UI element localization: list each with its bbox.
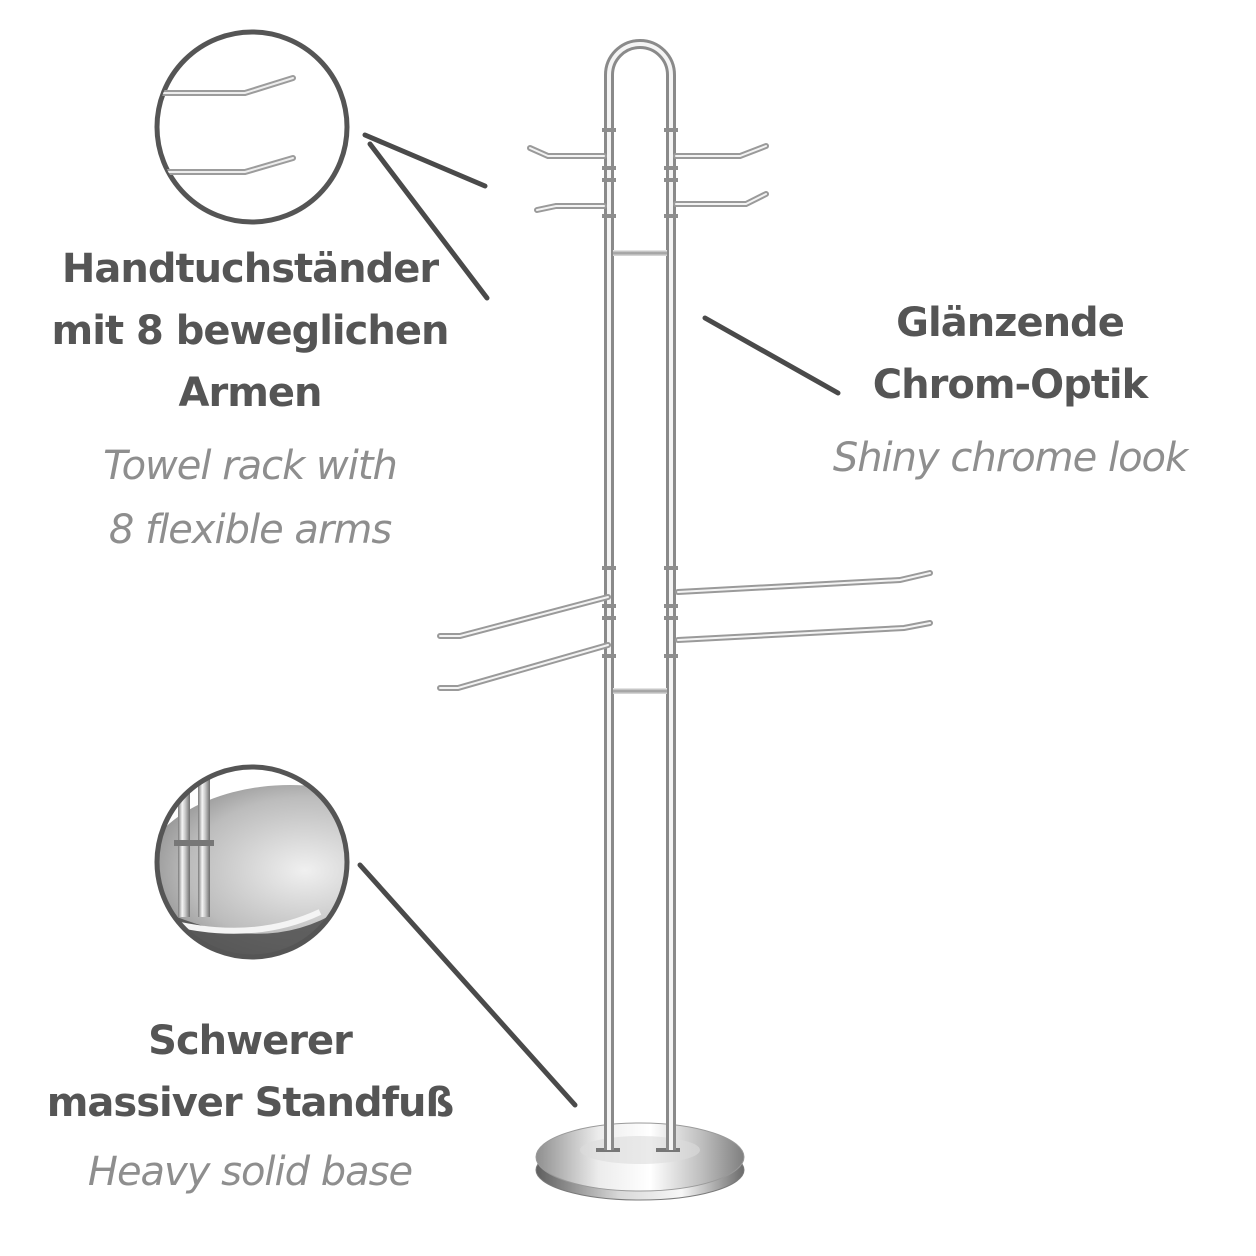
- callout-arms: Handtuchständer mit 8 beweglichen Armen …: [30, 238, 470, 562]
- callout-chrome-title: Glänzende Chrom-Optik: [872, 300, 1148, 408]
- callout-chrome: Glänzende Chrom-Optik Shiny chrome look: [790, 292, 1230, 490]
- callout-lines: [357, 132, 841, 1108]
- callout-line-arms-upper: [362, 132, 488, 189]
- callout-base-subtitle: Heavy solid base: [87, 1149, 413, 1195]
- callout-arms-subtitle: Towel rack with 8 flexible arms: [103, 443, 398, 553]
- callout-base-title: Schwerer massiver Standfuß: [46, 1018, 455, 1126]
- callout-arms-title: Handtuchständer mit 8 beweglichen Armen: [51, 246, 450, 416]
- callout-line-arms-lower: [367, 141, 490, 301]
- detail-circle-arms: [154, 29, 350, 225]
- callout-base: Schwerer massiver Standfuß Heavy solid b…: [20, 1010, 480, 1204]
- towel-rack: [437, 39, 933, 1201]
- detail-circle-base: [154, 764, 350, 960]
- callout-line-chrome: [702, 315, 841, 396]
- callout-chrome-subtitle: Shiny chrome look: [832, 435, 1188, 481]
- callout-line-base: [357, 862, 578, 1108]
